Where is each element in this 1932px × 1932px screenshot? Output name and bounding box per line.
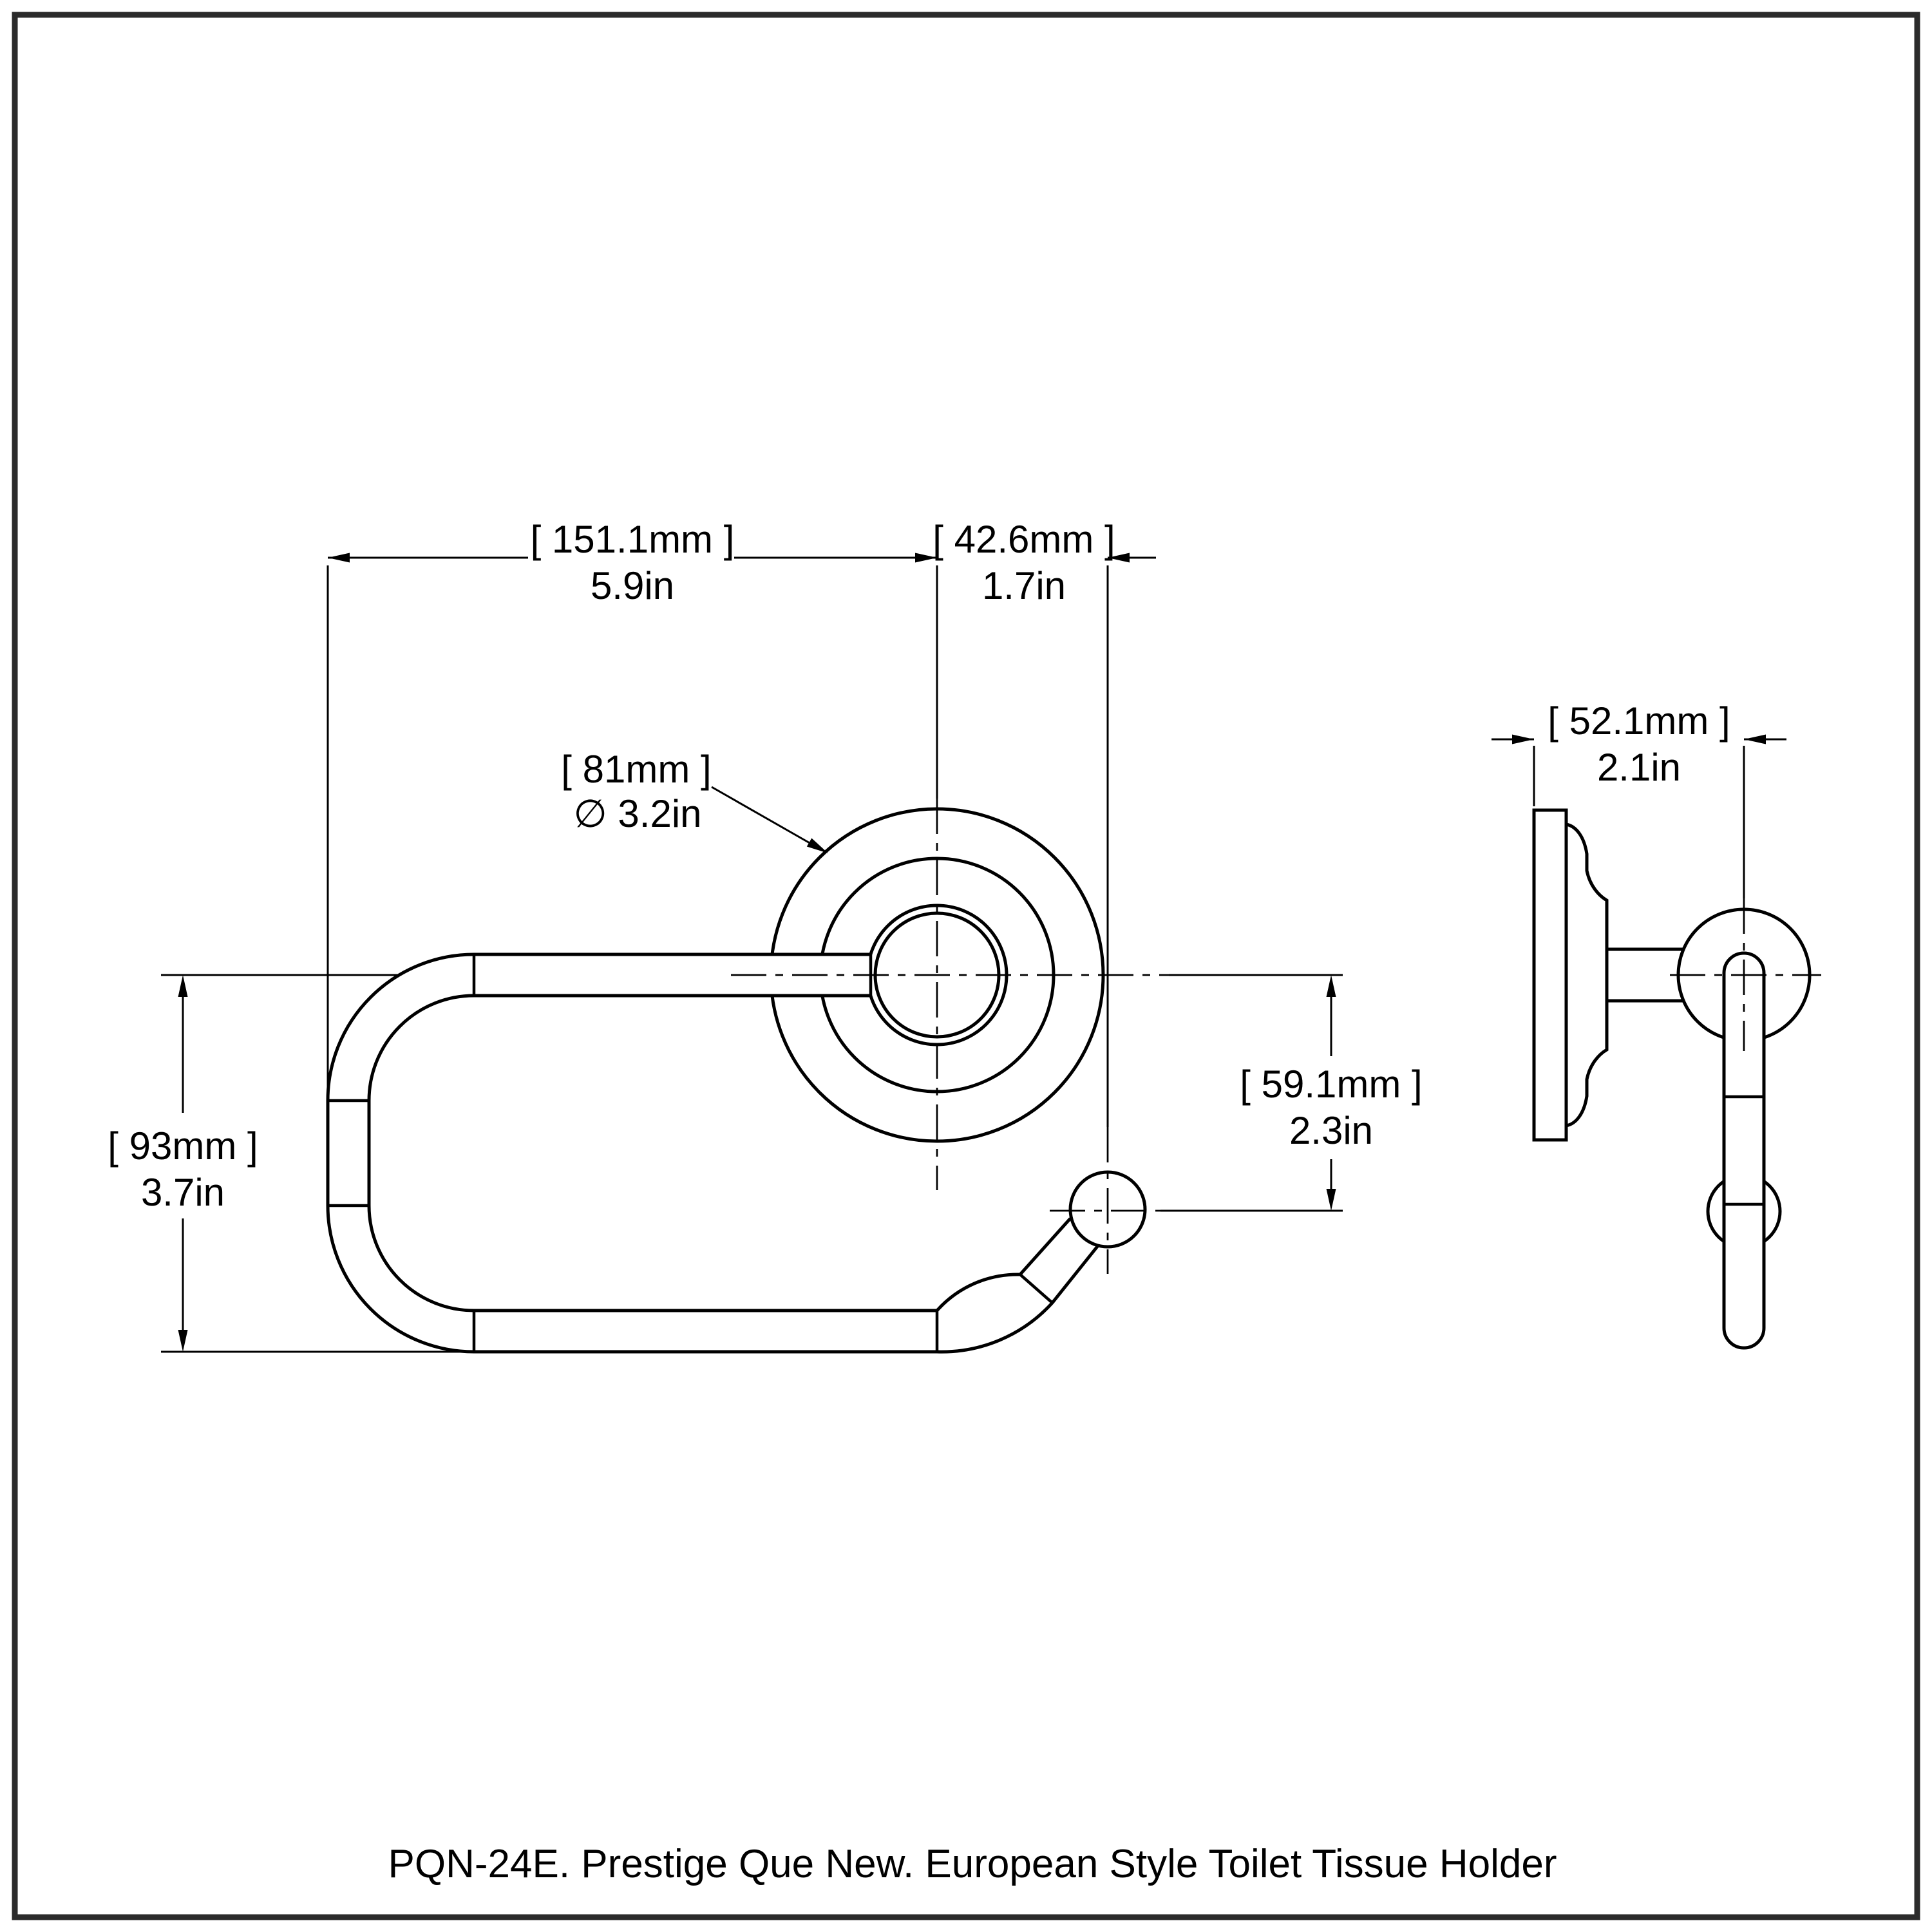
dim-offset-mm-label: [ 42.6mm ] (933, 518, 1115, 561)
dim-height-arrow-bottom (178, 1330, 188, 1352)
dim-width-arrow-right (915, 553, 937, 563)
front-view (326, 565, 1343, 1354)
dim-drop: [ 59.1mm ] 2.3in (1240, 975, 1423, 1211)
dim-width-mm-label: [ 151.1mm ] (531, 518, 735, 561)
dim-diameter-mm-label: [ 81mm ] (561, 748, 711, 791)
front-centerlines (731, 565, 1343, 1274)
dim-height-arrow-top (178, 975, 188, 997)
page-border (12, 12, 1920, 1920)
roller-arm-silhouette (328, 954, 1099, 1352)
hanging-arm (1722, 951, 1766, 1350)
dim-drop-arrow-bottom (1326, 1189, 1336, 1211)
dim-offset-in-label: 1.7in (982, 564, 1066, 607)
drawing-caption: PQN-24E. Prestige Que New. European Styl… (388, 1842, 1557, 1886)
dim-height: [ 93mm ] 3.7in (108, 974, 477, 1353)
side-centerlines (1670, 746, 1821, 1051)
dim-width-in-label: 5.9in (591, 564, 674, 607)
wall-plate (1532, 808, 1568, 1142)
dim-drop-in-label: 2.3in (1289, 1109, 1373, 1152)
dim-height-in-label: 3.7in (141, 1171, 225, 1214)
dim-offset-arrow-right (1108, 553, 1130, 563)
dim-projection-arrow-left (1512, 734, 1534, 744)
side-view (1532, 746, 1821, 1350)
dim-projection-arrow-right (1744, 734, 1766, 744)
dim-offset: [ 42.6mm ] 1.7in (933, 518, 1156, 607)
dim-diameter-in-label: ∅ 3.2in (573, 792, 701, 835)
dim-projection: [ 52.1mm ] 2.1in (1492, 699, 1786, 806)
dim-width-arrow-left (328, 553, 350, 563)
dim-width: [ 151.1mm ] 5.9in (327, 518, 937, 1095)
dim-projection-mm-label: [ 52.1mm ] (1548, 699, 1730, 743)
roller-arm-outline (326, 952, 1100, 1354)
dim-projection-in-label: 2.1in (1597, 746, 1681, 789)
arm-segment-tick (1019, 1273, 1054, 1304)
dim-drop-mm-label: [ 59.1mm ] (1240, 1063, 1422, 1106)
dim-height-mm-label: [ 93mm ] (108, 1124, 258, 1168)
dim-diameter-leader (711, 786, 811, 845)
flange-profile (1564, 822, 1609, 1128)
dim-diameter-arrow (806, 838, 828, 853)
dim-drop-arrow-top (1326, 975, 1336, 997)
dim-diameter: [ 81mm ] ∅ 3.2in (561, 748, 828, 853)
